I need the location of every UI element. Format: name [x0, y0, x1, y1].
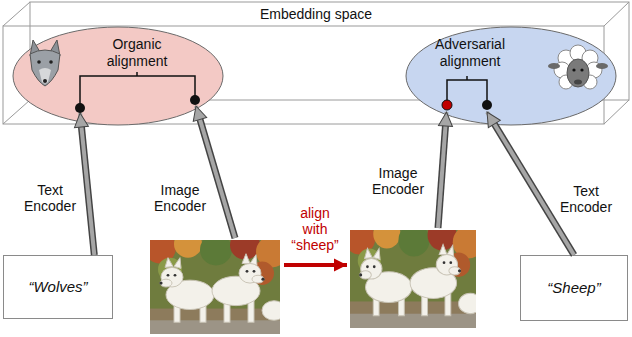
text-encoder-arrow [487, 112, 574, 255]
image-encoder-arrow [196, 106, 235, 238]
text-encoder-arrow [80, 113, 94, 255]
wolf-photo [144, 230, 288, 334]
encoder-label: Text Encoder [556, 183, 616, 215]
text-prompt-box: “Wolves” [3, 255, 113, 319]
wolf-icon [30, 40, 60, 86]
text-embedding-dot [75, 103, 85, 113]
perturb-arrow [284, 263, 347, 267]
region-title: Adversarial alignment [420, 36, 520, 70]
encoder-label: Image Encoder [150, 182, 210, 214]
wolf-photo-perturbed [344, 220, 484, 328]
adversarial-embedding-dot [442, 100, 452, 110]
text-prompt-box: “Sheep” [520, 255, 628, 321]
region-title: Embedding space [0, 6, 632, 23]
prompt-text: “Wolves” [28, 278, 87, 296]
alignment-bracket [80, 72, 195, 108]
encoder-label: Image Encoder [368, 165, 428, 197]
encoder-label: Text Encoder [20, 182, 80, 214]
sheep-icon [548, 45, 608, 89]
embedding-space-box: Embedding spaceOrganic alignment Adversar… [0, 0, 632, 128]
text-embedding-dot [482, 100, 492, 110]
prompt-text: “Sheep” [547, 279, 600, 297]
alignment-bracket [447, 76, 487, 105]
perturbation-label: align with “sheep” [287, 205, 343, 253]
image-embedding-dot [190, 95, 200, 105]
region-title: Organic alignment [92, 36, 182, 70]
image-encoder-arrow [438, 112, 447, 228]
